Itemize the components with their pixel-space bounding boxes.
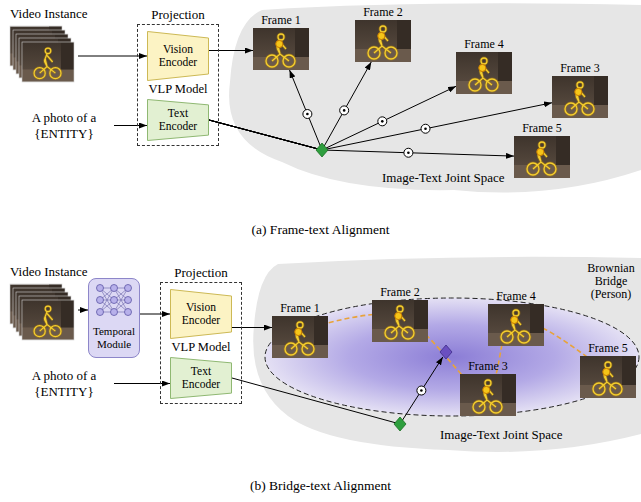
person-keypoint — [537, 148, 544, 155]
frame-label: Frame 3 — [445, 359, 531, 373]
text-embedding-diamond — [316, 143, 328, 157]
frame-label: Frame 4 — [441, 37, 527, 51]
projection-box: Vision EncoderText EncoderProjectionVLP … — [160, 282, 242, 404]
prompt-label: A photo of a {ENTITY} — [14, 110, 114, 142]
frame-picture — [552, 76, 608, 118]
frame-label: Frame 1 — [238, 13, 324, 27]
encoder-block: Vision Encoder — [147, 31, 209, 81]
dot-product-symbol — [340, 106, 349, 115]
dot-product-symbol — [421, 124, 430, 133]
temporal-network-icon — [97, 285, 132, 316]
frame-picture — [456, 52, 512, 94]
panel-heading: Video Instance — [10, 264, 88, 279]
text-embedding-diamond — [394, 417, 406, 431]
box-label: Projection — [141, 265, 261, 280]
person-keypoint — [378, 32, 385, 39]
prompt-text: A photo of a {ENTITY} — [14, 110, 114, 142]
frame-image: Frame 3 — [460, 374, 516, 416]
frame-picture — [488, 304, 544, 346]
frame-picture — [460, 374, 516, 416]
connector-arrow — [140, 314, 170, 315]
frame-label: Frame 5 — [565, 341, 641, 355]
projection-box: Vision EncoderText EncoderProjectionVLP … — [137, 24, 219, 146]
dot-product-symbol — [417, 386, 426, 395]
dot-product-symbol — [404, 148, 413, 157]
frame-image: Frame 2 — [355, 20, 411, 62]
frame-picture — [580, 356, 636, 398]
encoder-label: Text Encoder — [151, 107, 205, 133]
frame-label: Frame 2 — [340, 5, 426, 19]
person-keypoint — [395, 312, 402, 319]
box-label: VLP Model — [161, 340, 241, 355]
connector-arrow — [209, 50, 253, 51]
region-label: Image-Text Joint Space — [382, 170, 505, 185]
encoder-block: Text Encoder — [170, 357, 232, 399]
frame-label: Frame 2 — [357, 285, 443, 299]
panel-heading: Video Instance — [10, 6, 88, 21]
frame-picture — [253, 28, 309, 70]
person-keypoint — [295, 328, 302, 335]
frame-label: Frame 4 — [473, 289, 559, 303]
frame-label: Frame 1 — [257, 301, 343, 315]
box-label: VLP Model — [138, 82, 218, 97]
brownian-bridge-path — [298, 314, 606, 390]
frame-label: Frame 5 — [499, 121, 585, 135]
frame-image: Frame 5 — [580, 356, 636, 398]
person-keypoint — [479, 64, 486, 71]
region-label: Image-Text Joint Space — [440, 427, 563, 442]
frame-image: Frame 1 — [253, 28, 309, 70]
video-stack: Video Instance — [10, 6, 78, 84]
frame-image: Frame 3 — [552, 76, 608, 118]
frame-picture — [372, 300, 428, 342]
encoder-label: Vision Encoder — [174, 301, 228, 327]
prompt-label: A photo of a {ENTITY} — [14, 368, 114, 400]
frame-image: Frame 5 — [514, 136, 570, 178]
frame-image: Frame 4 — [488, 304, 544, 346]
person-keypoint — [483, 386, 490, 393]
person-keypoint — [603, 368, 610, 375]
connector-arrow — [114, 125, 147, 126]
prompt-text: A photo of a {ENTITY} — [14, 368, 114, 400]
bridge-label: Brownian Bridge (Person) — [582, 262, 640, 301]
frame-picture — [272, 316, 328, 358]
frame-label: Frame 3 — [537, 61, 623, 75]
frame-image: Frame 1 — [272, 316, 328, 358]
frame-picture — [355, 20, 411, 62]
subfigure-caption: (b) Bridge-text Alignment — [0, 478, 641, 494]
module-label: Temporal Module — [89, 325, 139, 351]
encoder-label: Text Encoder — [174, 365, 228, 391]
dot-product-symbol — [303, 110, 312, 119]
connector-arrow — [114, 383, 170, 384]
frame-image: Frame 4 — [456, 52, 512, 94]
box-label: Projection — [118, 7, 238, 22]
person-keypoint — [276, 40, 283, 47]
dot-product-symbol — [378, 117, 387, 126]
person-keypoint — [575, 88, 582, 95]
connector-arrow — [232, 327, 272, 328]
subfigure-caption: (a) Frame-text Alignment — [0, 222, 641, 238]
encoder-block: Text Encoder — [147, 99, 209, 141]
person-keypoint — [511, 316, 518, 323]
connector-arrow — [78, 310, 88, 311]
frame-picture — [514, 136, 570, 178]
encoder-block: Vision Encoder — [170, 289, 232, 339]
frame-image: Frame 2 — [372, 300, 428, 342]
bridge-embedding-diamond — [440, 345, 452, 359]
joint-space-region: Frame 1 Frame 2 Frame 4 Frame 3 Frame 5 Image… — [222, 2, 641, 194]
encoder-label: Vision Encoder — [151, 43, 205, 69]
video-stack: Video Instance — [10, 264, 78, 342]
